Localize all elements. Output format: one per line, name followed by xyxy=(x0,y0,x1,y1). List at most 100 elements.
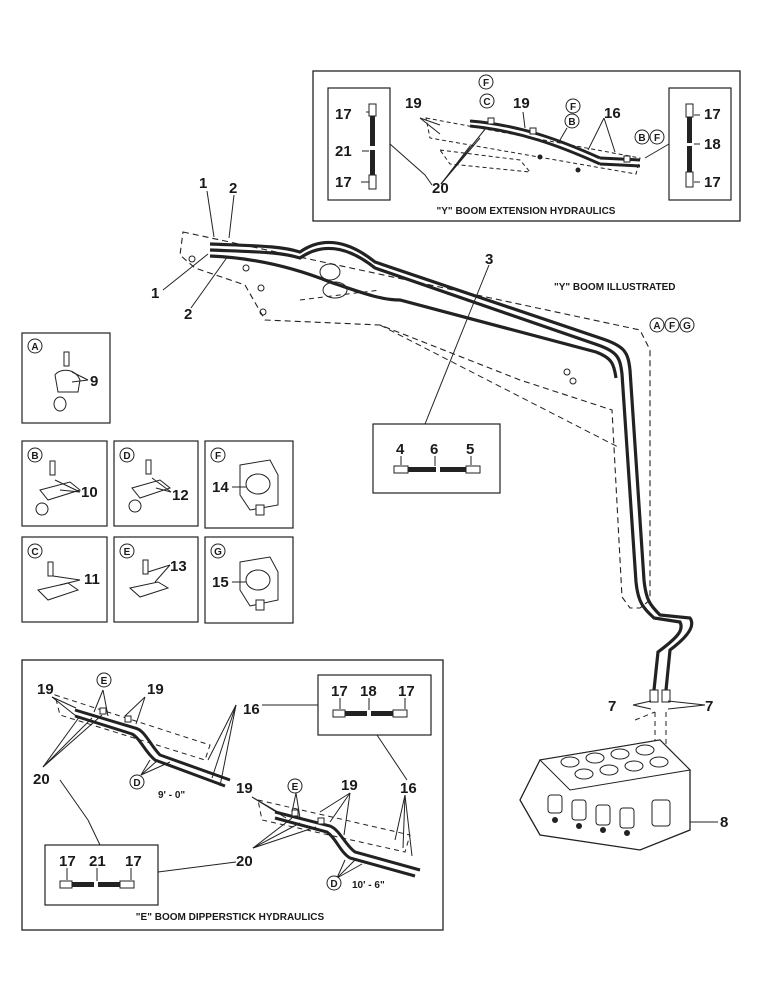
part-label-17: 17 xyxy=(331,683,348,700)
part-label-12: 12 xyxy=(172,487,189,504)
callout-f: F xyxy=(649,129,665,145)
extension-boom-section xyxy=(425,117,641,175)
svg-text:B: B xyxy=(568,117,575,128)
part-label-4: 4 xyxy=(396,441,405,458)
dipperstick-9ft xyxy=(54,694,231,788)
part-label-11: 11 xyxy=(84,571,100,588)
part-label-19: 19 xyxy=(147,681,164,698)
part-label-20: 20 xyxy=(432,180,449,197)
caption-y-boom-illustrated: "Y" BOOM ILLUSTRATED xyxy=(554,282,676,293)
callout-e: E xyxy=(287,778,303,794)
part-label-2: 2 xyxy=(229,180,237,197)
svg-text:A: A xyxy=(653,321,660,332)
callout-b: B xyxy=(564,113,580,129)
callout-g: G xyxy=(679,317,695,333)
clamp-box-a: A 9 xyxy=(21,332,111,424)
svg-text:B: B xyxy=(31,451,38,462)
svg-text:D: D xyxy=(123,451,130,462)
y-boom-main: 1 2 1 2 3 7 7 "Y" BOOM ILLUSTRATED A F G xyxy=(151,175,713,770)
caption-e-boom-dipperstick: "E" BOOM DIPPERSTICK HYDRAULICS xyxy=(136,912,325,923)
svg-text:E: E xyxy=(124,547,131,558)
callout-a: A xyxy=(649,317,665,333)
part-label-19: 19 xyxy=(513,95,530,112)
dipperstick-10ft6 xyxy=(257,799,421,878)
length-label-10ft6: 10' - 6" xyxy=(352,880,385,891)
svg-text:D: D xyxy=(330,879,337,890)
clamp-box-d: D 12 xyxy=(113,440,199,527)
hose-inset-17-21-17 xyxy=(44,844,159,906)
part-label-16: 16 xyxy=(400,780,417,797)
hose-assembly-vertical-right xyxy=(685,103,694,188)
callout-e: E xyxy=(96,672,112,688)
part-label-19: 19 xyxy=(37,681,54,698)
clamp-box-b: B 10 xyxy=(21,440,108,527)
part-label-17: 17 xyxy=(704,106,721,123)
callout-b: B xyxy=(634,129,650,145)
part-label-16: 16 xyxy=(243,701,260,718)
hose-run-boom xyxy=(209,240,694,691)
hose-inset-4-6-5: 4 6 5 xyxy=(372,423,501,494)
part-label-7: 7 xyxy=(608,698,616,715)
length-label-9ft: 9' - 0" xyxy=(158,790,185,801)
caption-y-boom-extension: "Y" BOOM EXTENSION HYDRAULICS xyxy=(437,206,616,217)
part-label-13: 13 xyxy=(170,558,187,575)
part-label-20: 20 xyxy=(236,853,253,870)
part-label-9: 9 xyxy=(90,373,98,390)
y-boom-extension-panel: 17 21 17 19 19 16 20 17 18 17 F C F B B … xyxy=(312,70,741,222)
part-label-1: 1 xyxy=(151,285,159,302)
clamp-box-c: C 11 xyxy=(21,536,108,623)
svg-text:G: G xyxy=(683,321,691,332)
svg-text:G: G xyxy=(214,547,222,558)
part-label-21: 21 xyxy=(89,853,106,870)
hose-assembly-vertical-left xyxy=(368,103,377,190)
part-label-19: 19 xyxy=(341,777,358,794)
part-label-6: 6 xyxy=(430,441,438,458)
part-label-14: 14 xyxy=(212,479,229,496)
part-label-17: 17 xyxy=(335,174,352,191)
part-label-17: 17 xyxy=(398,683,415,700)
svg-text:B: B xyxy=(638,133,645,144)
part-label-17: 17 xyxy=(125,853,142,870)
callout-d: D xyxy=(129,774,145,790)
part-label-15: 15 xyxy=(212,574,229,591)
part-label-19: 19 xyxy=(236,780,253,797)
svg-text:F: F xyxy=(215,451,221,462)
svg-text:E: E xyxy=(101,676,108,687)
leader-lines-top xyxy=(361,111,700,186)
callout-d: D xyxy=(326,875,342,891)
part-label-3: 3 xyxy=(485,251,493,268)
part-label-18: 18 xyxy=(704,136,721,153)
svg-text:D: D xyxy=(133,778,140,789)
part-label-1: 1 xyxy=(199,175,207,192)
svg-text:C: C xyxy=(31,547,38,558)
svg-text:F: F xyxy=(654,133,660,144)
part-label-10: 10 xyxy=(81,484,98,501)
part-label-17: 17 xyxy=(59,853,76,870)
part-label-7: 7 xyxy=(705,698,713,715)
callout-c: C xyxy=(479,93,495,109)
part-label-18: 18 xyxy=(360,683,377,700)
callout-f: F xyxy=(664,317,680,333)
clamp-box-f: F 14 xyxy=(204,440,294,529)
part-label-20: 20 xyxy=(33,771,50,788)
part-label-21: 21 xyxy=(335,143,352,160)
part-label-19: 19 xyxy=(405,95,422,112)
part-label-17: 17 xyxy=(704,174,721,191)
callout-f: F xyxy=(478,74,494,90)
svg-text:F: F xyxy=(483,78,489,89)
part-label-8: 8 xyxy=(720,814,728,831)
svg-text:C: C xyxy=(483,97,490,108)
svg-text:F: F xyxy=(570,102,576,113)
part-label-17: 17 xyxy=(335,106,352,123)
control-valve: 8 xyxy=(519,739,728,851)
part-label-16: 16 xyxy=(604,105,621,122)
clamp-box-e: E 13 xyxy=(113,536,199,623)
callout-f: F xyxy=(565,98,581,114)
svg-text:E: E xyxy=(292,782,299,793)
part-label-2: 2 xyxy=(184,306,192,323)
svg-text:A: A xyxy=(31,342,38,353)
e-boom-dipperstick-panel: 17 18 17 17 21 17 xyxy=(21,659,444,931)
part-label-5: 5 xyxy=(466,441,474,458)
clamp-box-g: G 15 xyxy=(204,536,294,624)
